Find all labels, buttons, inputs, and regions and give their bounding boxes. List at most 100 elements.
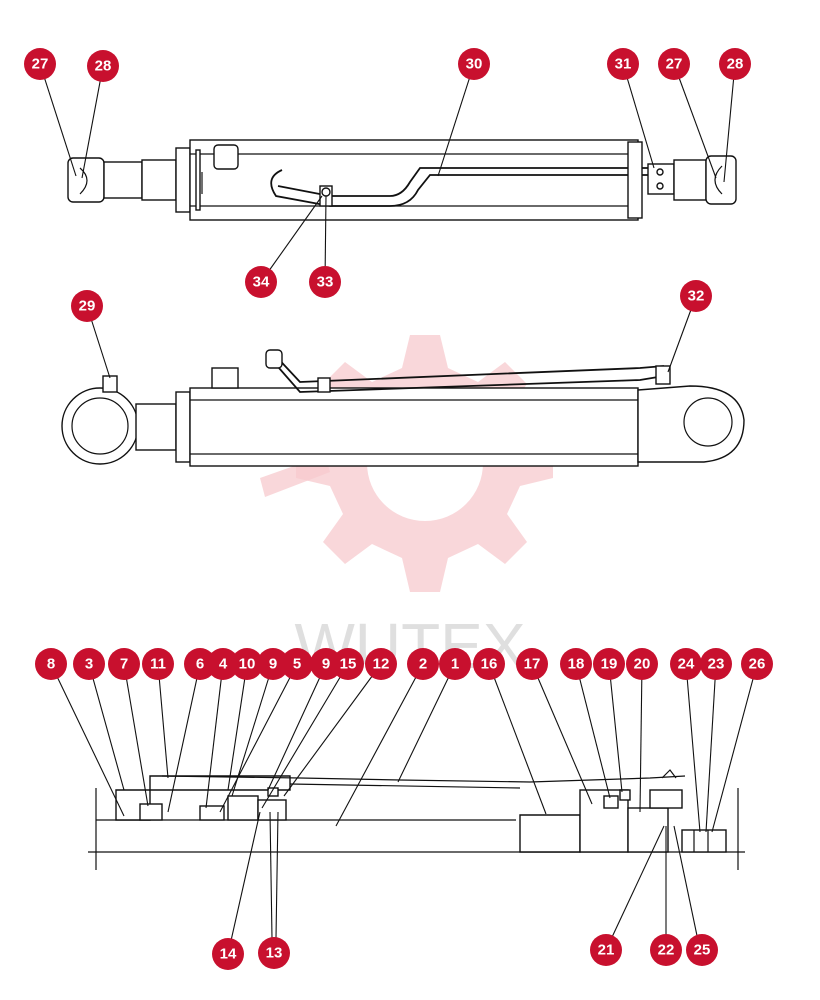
callout-badge: 23 [700, 648, 732, 680]
callout-badge: 28 [87, 50, 119, 82]
head-bore [683, 397, 733, 447]
svg-text:9: 9 [322, 656, 330, 673]
head-end [673, 159, 707, 201]
svg-text:28: 28 [727, 56, 744, 73]
callout-badge: 18 [560, 648, 592, 680]
svg-text:19: 19 [601, 656, 618, 673]
callout-badge: 33 [309, 266, 341, 298]
leader [488, 663, 547, 815]
leader [605, 825, 665, 951]
svg-text:18: 18 [568, 656, 585, 673]
cylinder-side-view [61, 349, 745, 467]
rod-end-left [103, 161, 143, 199]
leader [267, 663, 327, 791]
bushing [199, 805, 225, 821]
seal [139, 803, 163, 821]
svg-text:29: 29 [79, 298, 96, 315]
cushion-ring [257, 799, 287, 821]
callout-badge: 27 [658, 48, 690, 80]
grease-fitting [102, 375, 118, 393]
leader [335, 663, 424, 827]
callout-badge: 22 [650, 934, 682, 966]
callout-badge: 7 [108, 648, 140, 680]
wear-ring [619, 789, 631, 801]
leader [673, 825, 701, 951]
callout-badge: 9 [310, 648, 342, 680]
cylinder-top-view [67, 139, 737, 221]
callout-badge: 10 [231, 648, 263, 680]
barrel-ring [195, 149, 201, 211]
hydraulic-tube-side [271, 359, 665, 393]
leader [269, 811, 273, 939]
svg-text:24: 24 [678, 656, 695, 673]
leader [622, 63, 655, 169]
callout-badge: 20 [626, 648, 658, 680]
pin-detail-right [714, 165, 723, 195]
rod-neck-left [141, 159, 177, 201]
svg-text:26: 26 [749, 656, 766, 673]
svg-text:12: 12 [373, 656, 390, 673]
leader [205, 663, 224, 809]
head-end-side [637, 385, 745, 463]
leader [39, 63, 77, 177]
side-port [211, 367, 239, 389]
svg-text:17: 17 [524, 656, 541, 673]
leader [397, 663, 456, 783]
svg-text:27: 27 [666, 56, 683, 73]
svg-text:2: 2 [419, 656, 427, 673]
rod-eye-left [61, 387, 139, 465]
callout-badge: 6 [184, 648, 216, 680]
gland-flange-left [175, 147, 191, 213]
barrel-end-ring [627, 141, 643, 219]
leader [227, 663, 248, 791]
callout-badge: 11 [142, 648, 174, 680]
clamp-bolt [321, 187, 331, 197]
tube-clamp-side [317, 377, 331, 393]
leader [167, 663, 201, 813]
callout-badge: 28 [719, 48, 751, 80]
port-fitting [213, 144, 239, 170]
svg-text:14: 14 [220, 946, 237, 963]
callout-badge: 32 [680, 280, 712, 312]
callout-badge: 26 [741, 648, 773, 680]
leader [88, 663, 125, 791]
svg-text:16: 16 [481, 656, 498, 673]
leader [261, 663, 349, 809]
svg-text:30: 30 [466, 56, 483, 73]
svg-text:32: 32 [688, 288, 705, 305]
callout-badge: 12 [365, 648, 397, 680]
svg-text:5: 5 [293, 656, 301, 673]
callout-badge: 5 [281, 648, 313, 680]
svg-text:11: 11 [150, 656, 166, 673]
o-ring [267, 787, 279, 797]
leader [260, 195, 323, 283]
callout-badge: 16 [473, 648, 505, 680]
leader [531, 663, 593, 805]
callout-badge: 24 [670, 648, 702, 680]
rod-side [135, 403, 177, 451]
svg-text:7: 7 [120, 656, 128, 673]
callout-badges: 27 28 30 31 27 28 34 33 29 32 8 3 7 11 6… [24, 48, 773, 970]
svg-text:21: 21 [598, 942, 615, 959]
callout-badge: 13 [258, 937, 290, 969]
port-marker [661, 769, 677, 779]
gland-flange-side [175, 391, 191, 463]
rod-clevis-left [67, 157, 105, 203]
leader [283, 663, 382, 797]
svg-text:25: 25 [694, 942, 711, 959]
barrel-wall [149, 775, 291, 791]
gland-ring [227, 795, 259, 821]
cylinder-section-view [88, 769, 745, 870]
leader [231, 663, 274, 797]
callout-badge: 2 [407, 648, 439, 680]
callout-badge: 29 [71, 290, 103, 322]
hydraulic-tube [270, 169, 648, 207]
callout-badge: 27 [24, 48, 56, 80]
leader [608, 663, 623, 793]
svg-text:15: 15 [340, 656, 357, 673]
head-fitting [655, 365, 671, 385]
piston-nut [627, 807, 669, 853]
leader [275, 811, 279, 939]
callout-badge: 30 [458, 48, 490, 80]
